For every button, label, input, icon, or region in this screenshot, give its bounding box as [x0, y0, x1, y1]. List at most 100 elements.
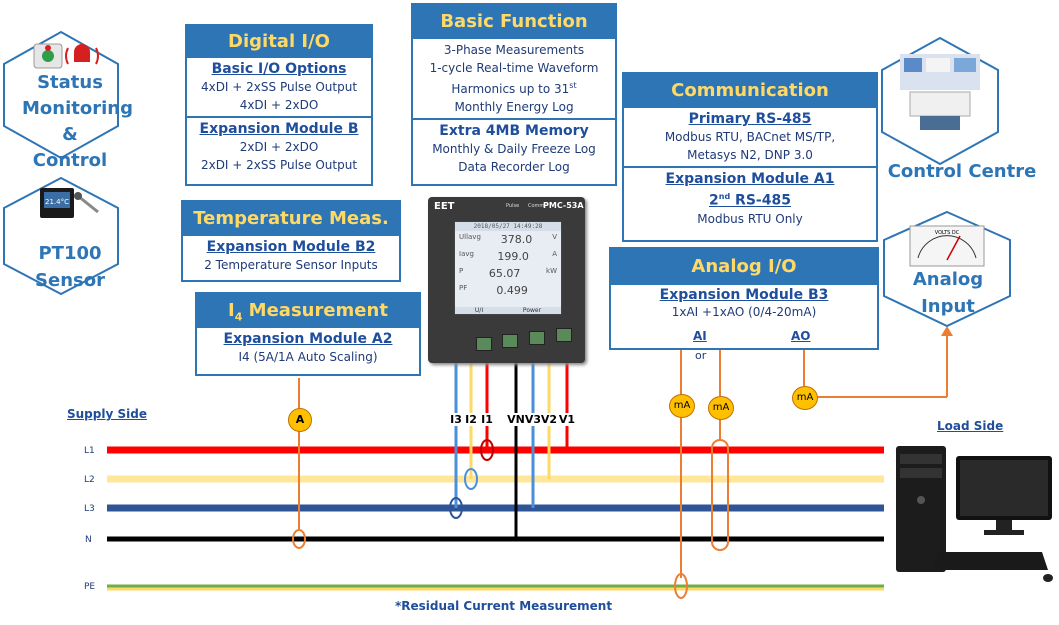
bf-harmonics: Harmonics up to 31st [415, 77, 613, 98]
analog-input-hex: VOLTS DC [883, 210, 1011, 328]
bf-harmonics-sup: st [569, 81, 577, 90]
i4-title: I4 Measurement [197, 294, 419, 328]
comm-a1: Expansion Module A1 2nd RS-485 Modbus RT… [624, 166, 876, 230]
analog-io-section: Expansion Module B3 1xAI +1xAO (0/4-20mA… [611, 285, 877, 323]
temperature-box: Temperature Meas. Expansion Module B2 2 … [181, 200, 401, 282]
pt100-label: PT100 Sensor [35, 243, 105, 291]
meter-row-0: Ullavg 378.0 V [455, 231, 561, 248]
temperature-section: Expansion Module B2 2 Temperature Sensor… [183, 236, 399, 276]
bf-memory: Extra 4MB Memory Monthly & Daily Freeze … [413, 118, 615, 178]
comm-primary-line1: Modbus RTU, BACnet MS/TP, [664, 130, 836, 144]
temperature-title: Temperature Meas. [183, 202, 399, 236]
terminal-v2: V2 [540, 413, 558, 426]
power-meter: EET Pulse Comm PMC-53A 2018/05/27 14:49:… [428, 197, 585, 363]
terminal-i3: I3 [448, 413, 464, 426]
digital-io-basic-line1: 4xDI + 2xSS Pulse Output [200, 80, 358, 94]
meter-row-2-key: P [459, 267, 464, 275]
ct-i3 [449, 497, 463, 519]
terminal-i2: I2 [463, 413, 479, 426]
terminal-v3: V3 [524, 413, 542, 426]
digital-io-expb-title: Expansion Module B [199, 121, 359, 137]
status-label: Status Monitoring & Control [22, 72, 133, 171]
digital-io-expb-line1: 2xDI + 2xDO [239, 140, 319, 154]
i4-box: I4 Measurement Expansion Module A2 I4 (5… [195, 292, 421, 376]
meter-comm: Comm [528, 203, 545, 209]
label-n: N [85, 535, 92, 545]
digital-io-box: Digital I/O Basic I/O Options 4xDI + 2xS… [185, 24, 373, 186]
i4-section: Expansion Module A2 I4 (5A/1A Auto Scali… [197, 328, 419, 368]
meter-btn-1[interactable] [476, 337, 492, 351]
meter-row-0-key: Ullavg [459, 233, 481, 241]
bf-memory-line1: Monthly & Daily Freeze Log [432, 142, 596, 156]
digital-io-title: Digital I/O [187, 26, 371, 58]
bf-memory-title: Extra 4MB Memory [439, 123, 589, 139]
digital-io-expb: Expansion Module B 2xDI + 2xDO 2xDI + 2x… [187, 116, 371, 176]
analog-io-line: 1xAI +1xAO (0/4-20mA) [671, 305, 817, 319]
digital-io-basic-line2: 4xDI + 2xDO [239, 98, 319, 112]
meter-screen: 2018/05/27 14:49:28 Ullavg 378.0 V Iavg 199… [454, 221, 562, 315]
bf-memory-line2: Data Recorder Log [458, 160, 570, 174]
i4-title-rest: Measurement [242, 300, 388, 321]
meter-tabs: U/I Power [455, 307, 561, 314]
meter-tab-1: Power [522, 307, 542, 314]
pt100-display-text: 21.4°C [45, 198, 69, 206]
i4-line: I4 (5A/1A Auto Scaling) [238, 350, 378, 364]
analog-ai-label: AI [693, 329, 707, 343]
load-side-label: Load Side [937, 419, 1004, 433]
meter-row-2-val: 65.07 [488, 267, 521, 280]
analog-or-label: or [695, 349, 707, 362]
terminal-v1: V1 [558, 413, 576, 426]
i4-title-main: I [228, 300, 235, 321]
meter-row-1-key: Iavg [459, 250, 474, 258]
comm-a1-line: Modbus RTU Only [697, 211, 803, 226]
temperature-line: 2 Temperature Sensor Inputs [204, 258, 378, 272]
digital-io-expb-line2: 2xDI + 2xSS Pulse Output [200, 158, 358, 172]
meter-date: 2018/05/27 14:49:28 [455, 222, 561, 231]
ct-i1 [480, 439, 494, 461]
bf-line3: Monthly Energy Log [454, 100, 574, 114]
temperature-module: Expansion Module B2 [206, 239, 376, 255]
terminal-i1: I1 [479, 413, 495, 426]
basic-function-lines: 3-Phase Measurements 1-cycle Real-time W… [413, 39, 615, 118]
label-l2: L2 [84, 475, 95, 485]
ammeter-a: A [288, 408, 312, 432]
communication-title: Communication [624, 74, 876, 108]
supply-side-label: Supply Side [67, 407, 147, 421]
meter-row-1-val: 199.0 [497, 250, 529, 263]
comm-rs485-sup: nd [718, 192, 731, 201]
pt100-hex: 21.4°C [3, 176, 119, 296]
analog-io-module: Expansion Module B3 [659, 287, 829, 303]
comm-primary-title: Primary RS-485 [688, 111, 812, 127]
ct-i2 [464, 468, 478, 490]
comm-primary-line2: Metasys N2, DNP 3.0 [687, 148, 813, 162]
meter-model: PMC-53A [543, 201, 584, 210]
analog-meter-title: VOLTS DC [935, 230, 960, 236]
digital-io-basic: Basic I/O Options 4xDI + 2xSS Pulse Outp… [187, 58, 371, 116]
analog-input-label: Analog Input [912, 269, 984, 317]
digital-io-basic-title: Basic I/O Options [211, 61, 347, 77]
meter-tab-0: U/I [474, 307, 484, 314]
bf-line2: 1-cycle Real-time Waveform [429, 61, 599, 75]
i4-module: Expansion Module A2 [223, 331, 393, 347]
comm-rs485: 2nd RS-485 [626, 188, 874, 210]
status-hex [3, 30, 119, 160]
bf-line1: 3-Phase Measurements [443, 43, 585, 57]
i4-title-sub: 4 [234, 310, 243, 324]
control-centre-label: Control Centre [887, 161, 1037, 182]
meter-row-0-val: 378.0 [500, 233, 533, 246]
comm-rs485-rest: RS-485 [730, 192, 791, 209]
meter-btn-4[interactable] [556, 328, 572, 342]
meter-btn-3[interactable] [529, 331, 545, 345]
meter-row-0-unit: V [552, 233, 557, 241]
bf-harmonics-text: Harmonics up to 31 [451, 82, 570, 96]
label-l1: L1 [84, 446, 95, 456]
comm-primary: Primary RS-485 Modbus RTU, BACnet MS/TP,… [624, 108, 876, 166]
basic-function-box: Basic Function 3-Phase Measurements 1-cy… [411, 3, 617, 186]
residual-note: *Residual Current Measurement [395, 599, 613, 613]
computer-icon [896, 446, 1053, 582]
meter-btn-2[interactable] [502, 334, 518, 348]
comm-a1-title: Expansion Module A1 [665, 171, 835, 187]
analog-io-box: Analog I/O Expansion Module B3 1xAI +1xA… [609, 247, 879, 350]
